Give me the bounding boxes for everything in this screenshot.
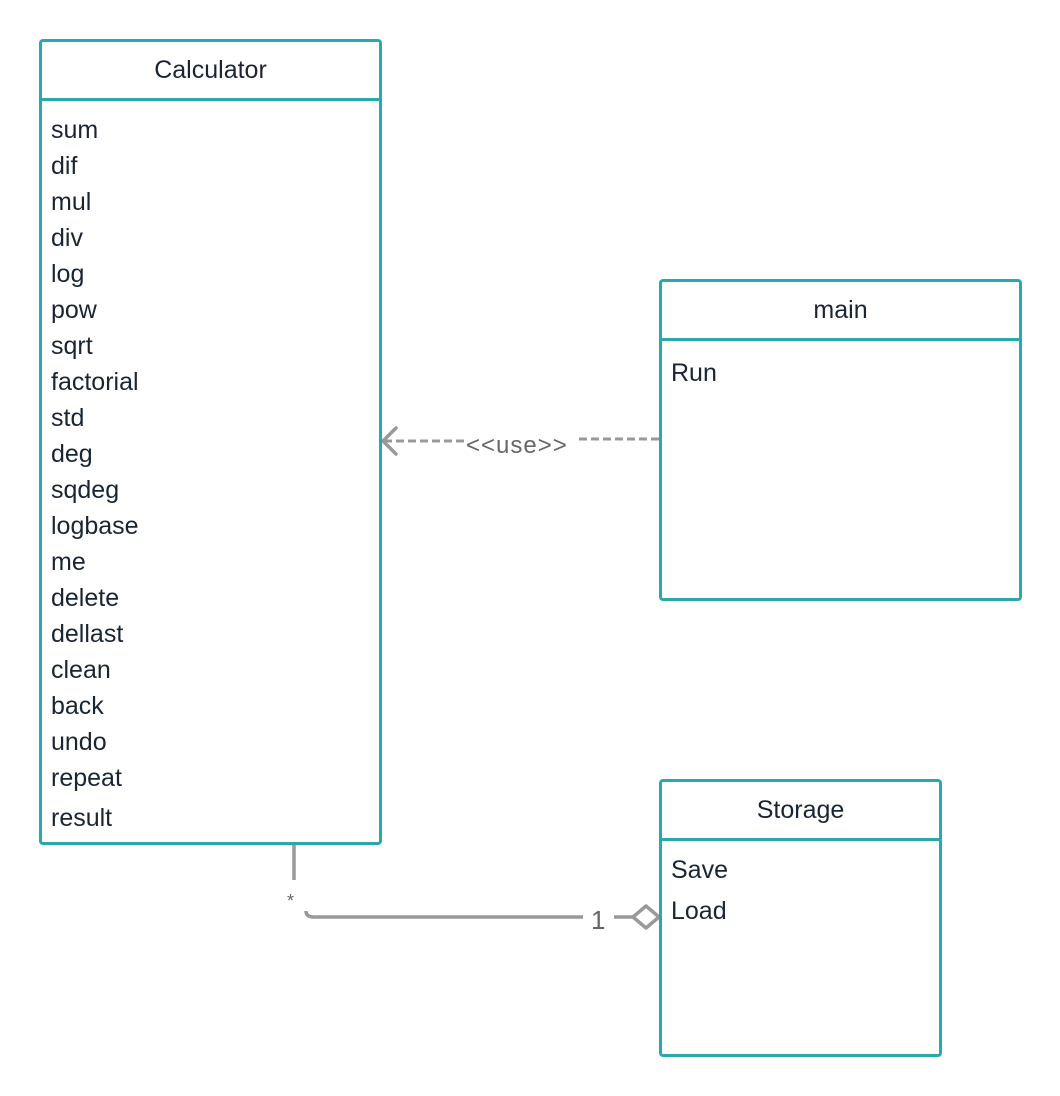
main-class-name: main [662,282,1019,341]
main-class-box[interactable]: main Run [659,279,1022,601]
open-arrow-head-icon [381,426,398,456]
calculator-member: logbase [51,512,139,540]
storage-class-name: Storage [662,782,939,841]
calculator-member: me [51,548,86,576]
calculator-member: repeat [51,764,122,792]
calculator-member: sqdeg [51,476,120,504]
multiplicity-many-label: * [287,891,295,911]
calculator-member: factorial [51,368,139,396]
calculator-member: div [51,224,83,252]
calculator-member: back [51,692,104,720]
calculator-class-name: Calculator [42,42,379,101]
calculator-member: pow [51,296,97,324]
main-member: Run [671,359,717,387]
calculator-member: delete [51,584,120,612]
calculator-member: dif [51,152,78,180]
calculator-member: undo [51,728,107,756]
aggregation-diamond-icon [631,904,661,930]
calculator-member: clean [51,656,111,684]
calculator-member: dellast [51,620,124,648]
calculator-member: log [51,260,85,288]
aggregation-line [292,845,634,919]
storage-member: Save [671,856,728,884]
calculator-member: sum [51,116,99,144]
calculator-member: mul [51,188,92,216]
multiplicity-one-label: 1 [591,905,606,935]
calculator-member: result [51,804,113,832]
calculator-member: sqrt [51,332,93,360]
calculator-member: deg [51,440,93,468]
calculator-members: sum dif mul div log pow sqrt factorial std deg sqd… [42,101,379,836]
main-members: Run [662,341,1019,391]
calculator-member: std [51,404,85,432]
use-stereotype-label: <<use>> [466,432,568,459]
calculator-class-box[interactable]: Calculator sum dif mul div log pow sqrt factori… [39,39,382,845]
storage-member: Load [671,897,727,925]
